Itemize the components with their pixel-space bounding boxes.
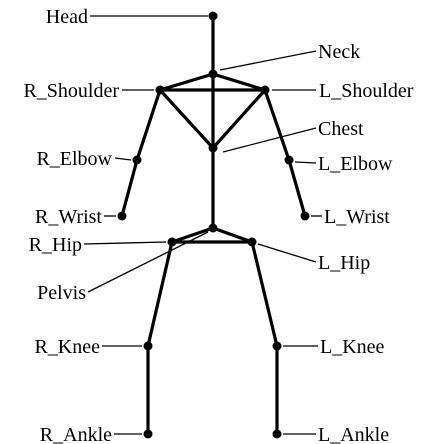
label-l-elbow: L_Elbow <box>318 153 393 175</box>
label-r-ankle: R_Ankle <box>40 424 112 444</box>
bone-l-upper-arm <box>265 90 289 160</box>
joints <box>118 12 310 439</box>
leader-l-hip <box>258 244 316 262</box>
joint-r-hip <box>168 238 177 247</box>
leader-l-elbow <box>295 162 316 163</box>
leader-r-hip <box>84 242 166 244</box>
bone-r-forearm <box>122 160 137 216</box>
joint-l-ankle <box>273 430 282 439</box>
bone-pelvis-l-hip <box>213 228 252 242</box>
bone-l-forearm <box>289 160 305 216</box>
label-l-hip: L_Hip <box>318 252 370 274</box>
joint-head <box>209 12 218 21</box>
leader-lines <box>84 16 322 434</box>
bone-l-thigh <box>252 242 277 346</box>
bone-r-shoulder-chest <box>160 90 213 148</box>
label-l-ankle: L_Ankle <box>318 424 389 444</box>
joint-pelvis <box>209 224 218 233</box>
label-r-shoulder: R_Shoulder <box>23 80 119 102</box>
labels: Head Neck R_Shoulder L_Shoulder Chest R_… <box>23 6 413 444</box>
label-head: Head <box>46 6 88 28</box>
bone-neck-r-shoulder <box>160 74 213 90</box>
label-pelvis: Pelvis <box>37 282 86 304</box>
bone-l-shoulder-chest <box>213 90 265 148</box>
bone-r-thigh <box>148 242 172 346</box>
label-chest: Chest <box>318 118 364 140</box>
leader-pelvis <box>88 232 208 292</box>
joint-l-hip <box>248 238 257 247</box>
joint-l-knee <box>273 342 282 351</box>
label-r-wrist: R_Wrist <box>35 206 102 228</box>
label-neck: Neck <box>318 41 360 63</box>
label-l-knee: L_Knee <box>320 336 385 358</box>
joint-neck <box>209 70 218 79</box>
label-l-wrist: L_Wrist <box>324 206 390 228</box>
joint-chest <box>209 144 218 153</box>
joint-l-wrist <box>301 212 310 221</box>
joint-l-elbow <box>285 156 294 165</box>
leader-r-elbow <box>115 158 131 160</box>
label-r-elbow: R_Elbow <box>36 148 112 170</box>
leader-chest <box>223 128 316 152</box>
joint-r-wrist <box>118 212 127 221</box>
leader-neck <box>220 51 316 70</box>
label-r-knee: R_Knee <box>34 336 100 358</box>
joint-l-shoulder <box>261 86 270 95</box>
bone-r-upper-arm <box>137 90 160 160</box>
joint-r-shoulder <box>156 86 165 95</box>
joint-r-ankle <box>144 430 153 439</box>
label-r-hip: R_Hip <box>29 234 82 256</box>
bone-neck-l-shoulder <box>213 74 265 90</box>
joint-r-elbow <box>133 156 142 165</box>
joint-r-knee <box>144 342 153 351</box>
label-l-shoulder: L_Shoulder <box>319 80 414 102</box>
